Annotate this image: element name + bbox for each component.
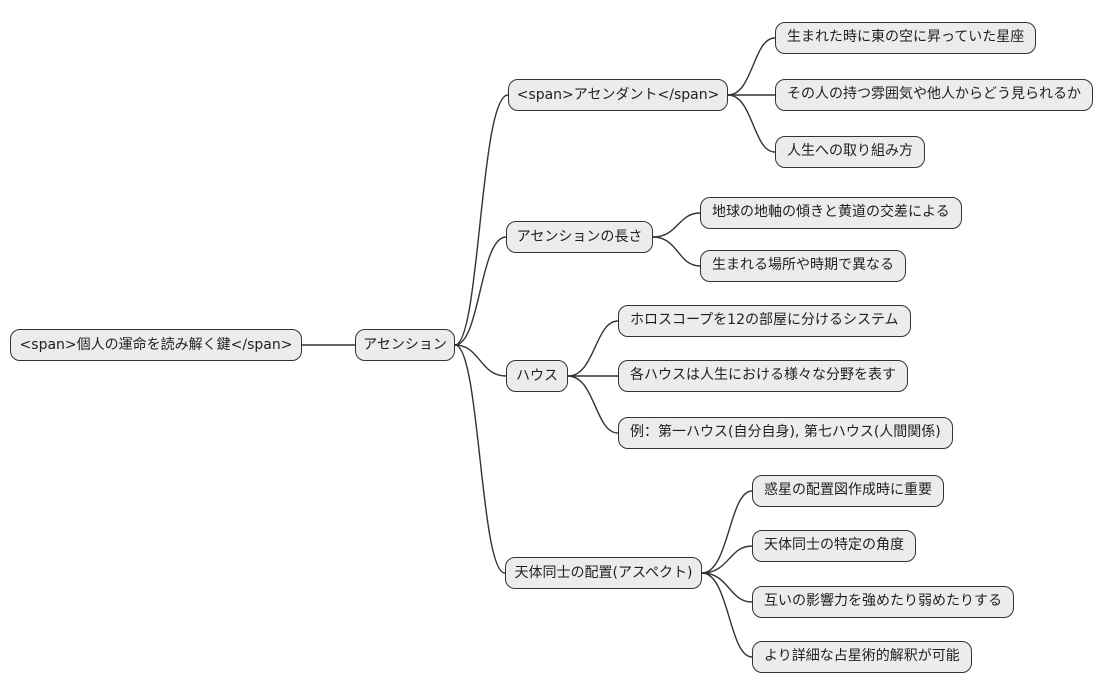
node-ascendant-child-1: 生まれた時に東の空に昇っていた星座 [775,22,1037,54]
edge-house-child-3 [567,375,619,434]
node-aspect-child-3: 互いの影響力を強めたり弱めたりする [752,586,1014,618]
node-ascension: アセンション [355,329,455,361]
edge-center-to-ascendant [454,94,509,346]
node-aspect-child-1: 惑星の配置図作成時に重要 [752,475,944,507]
edge-center-to-aspect [454,344,506,574]
node-house-child-3: 例：第一ハウス(自分自身), 第七ハウス(人間関係) [618,417,953,449]
edge-center-to-ascension-length [454,236,507,346]
node-ascension-length-child-1: 地球の地軸の傾きと黄道の交差による [700,197,962,229]
edge-ascendant-child-3 [727,94,776,153]
edge-ascension-length-child-1 [652,212,701,238]
edge-ascension-length-child-2 [652,236,701,267]
edge-aspect-child-4 [701,572,753,658]
node-ascendant: <span>アセンダント</span> [508,79,728,111]
node-aspect-child-2: 天体同士の特定の角度 [752,530,916,562]
node-house-child-1: ホロスコープを12の部屋に分けるシステム [618,305,911,337]
node-ascendant-child-2: その人の持つ雰囲気や他人からどう見られるか [775,79,1093,111]
node-aspect: 天体同士の配置(アスペクト) [505,557,702,589]
node-ascension-length-child-2: 生まれる場所や時期で異なる [700,250,906,282]
node-house: ハウス [506,360,568,392]
edge-center-to-house [454,344,507,377]
node-house-child-2: 各ハウスは人生における様々な分野を表す [618,360,908,392]
node-ascendant-child-3: 人生への取り組み方 [775,136,925,168]
edge-house-child-1 [567,320,619,377]
edge-aspect-child-1 [701,490,753,574]
node-aspect-child-4: より詳細な占星術的解釈が可能 [752,641,972,673]
node-ascension-length: アセンションの長さ [506,221,653,253]
node-root: <span>個人の運命を読み解く鍵</span> [10,329,302,361]
edge-aspect-child-3 [701,572,753,603]
edge-aspect-child-2 [701,545,753,574]
edge-ascendant-child-1 [727,37,776,96]
